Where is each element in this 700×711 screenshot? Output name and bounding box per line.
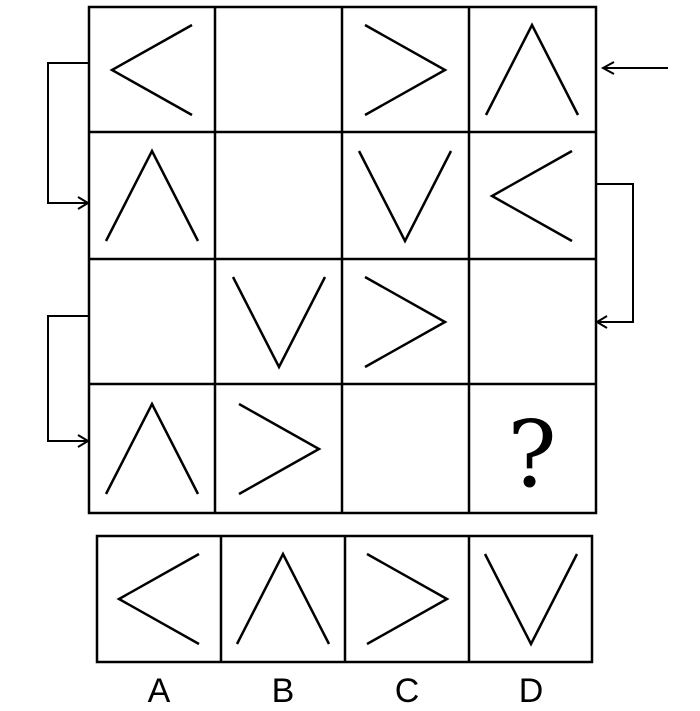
- option-label-b[interactable]: B: [271, 672, 295, 710]
- rotation-arrows: [47, 61, 668, 448]
- option-chevron-left-icon: [116, 552, 200, 646]
- chevron-left-icon: [109, 23, 193, 117]
- option-chevron-up-icon: [235, 551, 331, 645]
- chevron-down-icon: [231, 276, 327, 370]
- option-label-d[interactable]: D: [518, 672, 544, 710]
- chevron-right-icon: [364, 23, 448, 117]
- option-label-c[interactable]: C: [394, 672, 420, 710]
- chevron-left-icon: [489, 149, 573, 243]
- options-box: [95, 534, 594, 664]
- grid-shapes: [104, 22, 580, 496]
- chevron-up-icon: [104, 401, 200, 495]
- chevron-up-icon: [484, 22, 580, 116]
- chevron-right-icon: [238, 402, 322, 496]
- option-chevron-right-icon: [366, 552, 450, 646]
- arrow-bracket-left-top: [47, 62, 90, 210]
- chevron-up-icon: [104, 148, 200, 242]
- chevron-down-icon: [357, 150, 453, 244]
- option-chevron-down-icon: [483, 553, 579, 647]
- chevron-right-icon: [364, 275, 448, 369]
- arrow-bracket-right: [595, 183, 634, 329]
- question-mark: ?: [507, 401, 556, 508]
- option-label-a[interactable]: A: [147, 672, 171, 710]
- puzzle-grid: [87, 5, 598, 515]
- arrow-right-row1: [600, 61, 668, 75]
- arrow-bracket-left-bottom: [47, 315, 90, 448]
- option-shapes: [116, 551, 579, 647]
